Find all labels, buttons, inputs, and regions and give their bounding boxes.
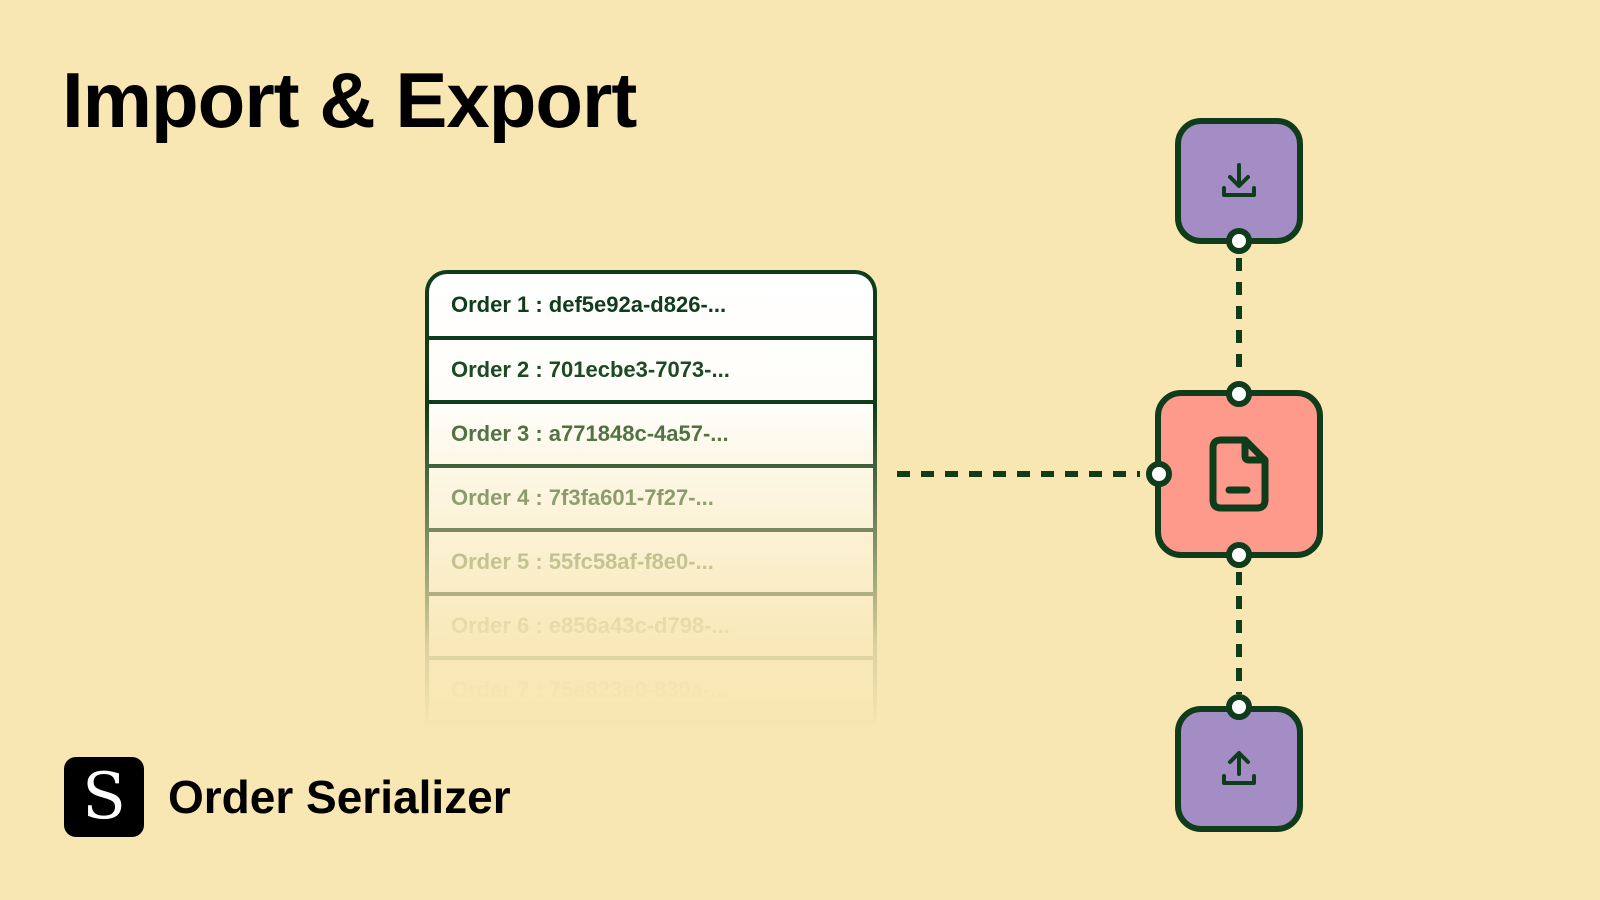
download-icon [1222,163,1256,197]
brand: S Order Serializer [64,757,511,837]
import-node[interactable] [1175,118,1303,244]
file-top-port[interactable] [1226,381,1252,407]
order-row[interactable]: Order 5 : 55fc58af-f8e0-... [429,532,873,596]
upload-icon [1222,751,1256,785]
brand-logo: S [64,757,144,837]
order-list: Order 1 : def5e92a-d826-...Order 2 : 701… [425,270,877,730]
file-icon [1209,436,1269,512]
page-title: Import & Export [62,56,637,144]
order-row[interactable]: Order 2 : 701ecbe3-7073-... [429,340,873,404]
order-row[interactable]: Order 4 : 7f3fa601-7f27-... [429,468,873,532]
file-bottom-port[interactable] [1226,542,1252,568]
file-node[interactable] [1155,390,1323,558]
order-row[interactable]: Order 6 : e856a43c-d798-... [429,596,873,660]
order-row[interactable]: Order 7 : 75e823e0-830a-... [429,660,873,724]
order-row[interactable]: Order 3 : a771848c-4a57-... [429,404,873,468]
export-top-port[interactable] [1226,694,1252,720]
file-left-port[interactable] [1146,461,1172,487]
export-node[interactable] [1175,706,1303,832]
brand-name: Order Serializer [168,771,511,823]
import-bottom-port[interactable] [1226,228,1252,254]
order-row[interactable]: Order 1 : def5e92a-d826-... [429,274,873,340]
